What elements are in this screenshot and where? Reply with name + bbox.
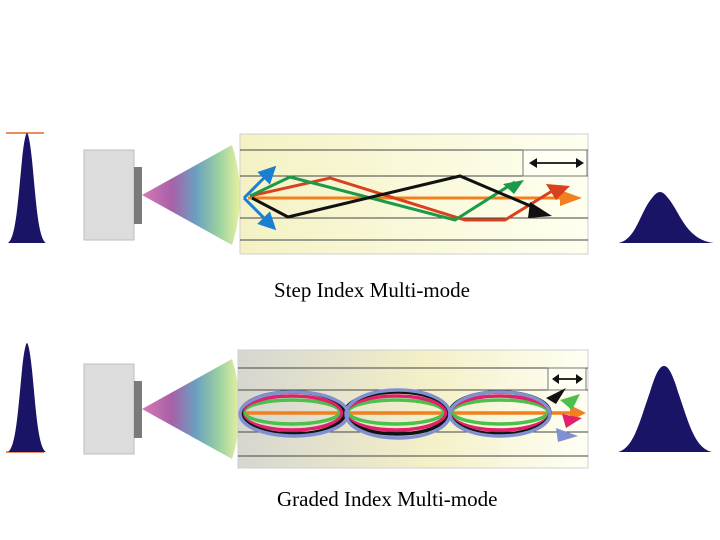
graded-index-row — [6, 343, 712, 469]
graded-rays — [238, 388, 586, 442]
input-pulse-step — [6, 132, 46, 243]
double-arrow-icon — [522, 149, 588, 177]
ray-green — [249, 175, 516, 222]
ray-blue-down — [242, 196, 277, 231]
output-pulse-graded — [618, 366, 712, 452]
double-arrow-icon-graded — [547, 367, 587, 391]
step-rays — [242, 165, 582, 231]
step-index-caption: Step Index Multi-mode — [274, 278, 470, 302]
light-cone-graded — [142, 359, 240, 459]
ray-black — [251, 174, 541, 219]
light-source-step — [83, 149, 142, 241]
output-pulse-step — [618, 192, 714, 243]
graded-index-caption: Graded Index Multi-mode — [277, 487, 498, 511]
step-index-row — [6, 132, 714, 255]
input-pulse-graded — [6, 343, 46, 453]
graded-index-fiber — [237, 349, 589, 469]
ray-red — [249, 176, 558, 222]
ray-blue-up — [242, 165, 277, 200]
light-source-graded — [83, 363, 142, 455]
light-cone-step — [142, 145, 240, 245]
